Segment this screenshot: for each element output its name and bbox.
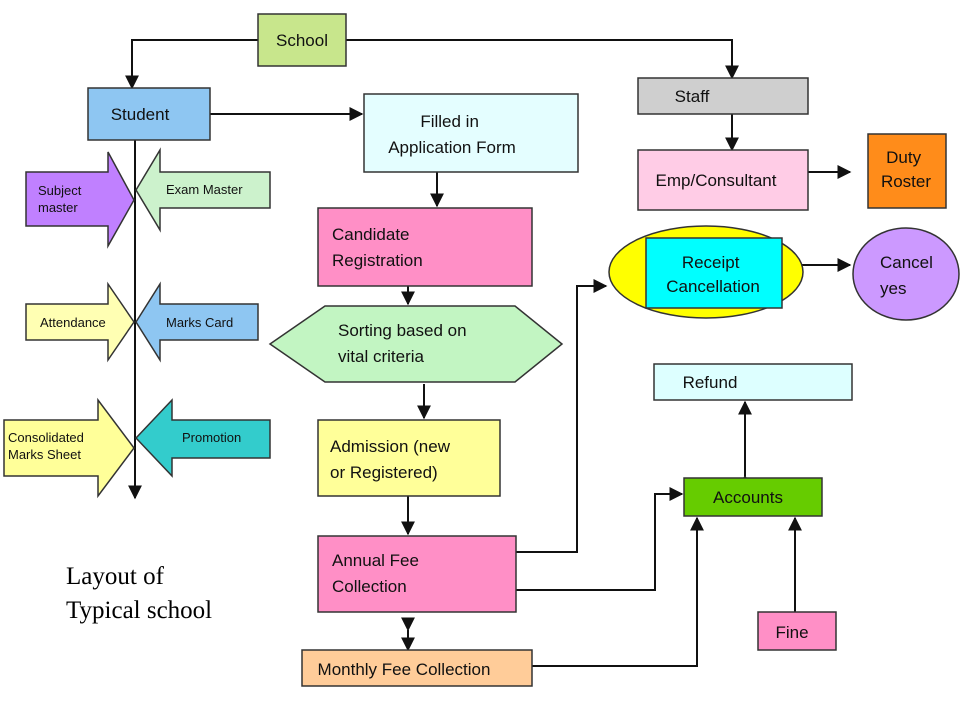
node-monthly-fee-box <box>301 649 533 687</box>
node-duty-roster-box <box>867 133 947 209</box>
node-candidate-registration-box <box>317 207 533 287</box>
side-arrow-subject-master-label: Subject master <box>38 183 85 215</box>
side-arrow-marks-card-label: Marks Card <box>166 315 233 330</box>
node-admission-box <box>317 419 501 497</box>
node-annual-fee: Annual Fee Collection <box>317 535 517 613</box>
diagram-caption: Layout of Typical school <box>66 563 212 624</box>
node-student: Student <box>87 87 211 141</box>
node-emp-consultant-box <box>637 149 809 211</box>
node-fine-box <box>757 611 837 651</box>
connector-school-student <box>125 39 258 90</box>
connectors <box>125 39 852 667</box>
node-sorting-hexagon <box>268 305 564 383</box>
node-staff-box <box>637 77 809 115</box>
side-arrow-subject-master-shape <box>25 151 135 249</box>
node-accounts-box <box>683 477 823 517</box>
node-accounts: Accounts <box>683 477 823 517</box>
node-student-box <box>87 87 211 141</box>
node-sorting-label: Sorting based on vital criteria <box>338 321 471 366</box>
node-monthly-fee-label: Monthly Fee Collection <box>318 660 491 679</box>
node-receipt-cancellation-box <box>645 237 783 309</box>
node-emp-consultant: Emp/Consultant <box>637 149 809 211</box>
node-monthly-fee: Monthly Fee Collection <box>301 649 533 687</box>
side-arrow-consolidated: Consolidated Marks Sheet <box>3 397 135 499</box>
node-cancel: Cancel yes <box>852 227 960 321</box>
side-arrow-attendance: Attendance <box>25 281 135 363</box>
node-accounts-label: Accounts <box>713 488 783 507</box>
side-arrow-exam-master-shape <box>135 147 271 233</box>
node-admission-label: Admission (new or Registered) <box>330 437 455 482</box>
node-annual-fee-label: Annual Fee Collection <box>332 551 424 596</box>
node-staff-label: Staff <box>675 87 710 106</box>
node-refund-box <box>653 363 853 401</box>
node-admission: Admission (new or Registered) <box>317 419 501 497</box>
node-refund: Refund <box>653 363 853 401</box>
node-emp-consultant-label: Emp/Consultant <box>656 171 777 190</box>
node-student-label: Student <box>111 105 170 124</box>
node-school: School <box>257 13 347 67</box>
node-refund-label: Refund <box>683 373 738 392</box>
side-arrow-consolidated-label: Consolidated Marks Sheet <box>8 430 88 462</box>
node-annual-fee-box <box>317 535 517 613</box>
connector-monthly-accounts <box>532 516 704 667</box>
node-staff: Staff <box>637 77 809 115</box>
connector-school-staff <box>346 39 739 80</box>
node-candidate-registration-label: Candidate Registration <box>332 225 423 270</box>
side-arrow-promotion: Promotion <box>134 398 271 478</box>
side-arrow-exam-master: Exam Master <box>135 147 271 233</box>
side-arrow-marks-card-shape <box>135 281 259 363</box>
node-fine: Fine <box>757 611 837 651</box>
node-candidate-registration: Candidate Registration <box>317 207 533 287</box>
node-duty-roster-label: Duty Roster <box>881 148 931 191</box>
node-application-form-label: Filled in Application Form <box>388 112 516 157</box>
node-application-form-box <box>363 93 579 173</box>
side-arrow-consolidated-shape <box>3 397 135 499</box>
side-arrow-subject-master: Subject master <box>25 151 135 249</box>
node-duty-roster: Duty Roster <box>867 133 947 209</box>
node-sorting: Sorting based on vital criteria <box>268 305 564 383</box>
connector-annual-accounts <box>516 487 684 591</box>
side-arrow-marks-card: Marks Card <box>135 281 259 363</box>
node-school-box <box>257 13 347 67</box>
node-receipt-cancellation: Receipt Cancellation <box>608 225 804 319</box>
side-arrow-promotion-shape <box>134 398 271 478</box>
node-application-form: Filled in Application Form <box>363 93 579 173</box>
side-arrow-exam-master-label: Exam Master <box>166 182 243 197</box>
node-cancel-label: Cancel yes <box>880 253 938 298</box>
side-arrow-attendance-label: Attendance <box>40 315 106 330</box>
node-fine-label: Fine <box>775 623 808 642</box>
node-receipt-cancellation-label: Receipt Cancellation <box>666 253 760 296</box>
connector-annual-receipt <box>516 279 608 553</box>
side-arrow-promotion-label: Promotion <box>182 430 241 445</box>
side-arrow-attendance-shape <box>25 281 135 363</box>
node-school-label: School <box>276 31 328 50</box>
node-cancel-circle <box>852 227 960 321</box>
